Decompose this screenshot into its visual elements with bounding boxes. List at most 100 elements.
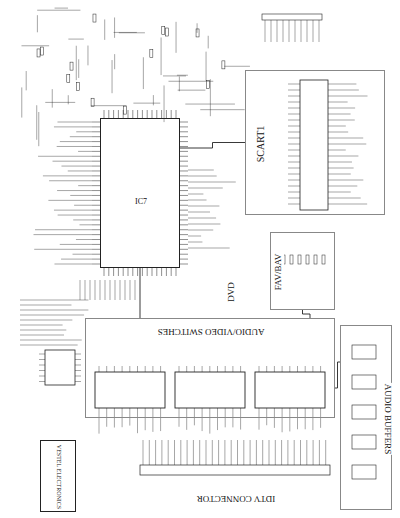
ic-pin: [122, 366, 123, 372]
ic-pin: [142, 268, 143, 276]
ic-pin: [194, 408, 195, 414]
ic-pin: [92, 141, 100, 142]
connector-pin: [237, 440, 238, 465]
ic-pin: [152, 268, 153, 276]
ic-pin: [166, 110, 167, 118]
wire: [240, 414, 241, 430]
ic-pin: [180, 264, 188, 265]
ic-pin: [92, 175, 100, 176]
resistor-symbol: [162, 27, 165, 35]
scart-pin: [288, 180, 300, 181]
ic-pin: [137, 110, 138, 118]
wire: [105, 280, 106, 300]
wire: [328, 144, 366, 145]
ic-pin: [106, 408, 107, 414]
wire: [85, 280, 86, 300]
ic-pin: [156, 110, 157, 118]
ic-pin: [118, 110, 119, 118]
wire: [160, 414, 161, 431]
ic-pin: [108, 268, 109, 276]
scart-pin: [288, 174, 300, 175]
schematic-block: SCART1: [245, 70, 385, 215]
wire: [209, 414, 210, 434]
ic-pin: [92, 170, 100, 171]
wire: [125, 280, 126, 300]
wire: [328, 150, 346, 151]
resistor-symbol: [306, 255, 309, 264]
wire: [129, 414, 130, 426]
connector-pin: [300, 440, 301, 465]
ic-pin: [92, 219, 100, 220]
resistor-symbol: [91, 98, 94, 106]
scart-pin: [288, 102, 300, 103]
wire: [80, 280, 81, 300]
wire: [20, 345, 78, 346]
wire: [145, 414, 146, 430]
ic-pin: [289, 366, 290, 372]
wire: [36, 105, 37, 140]
wire-path: [303, 310, 311, 318]
wire: [34, 234, 92, 235]
wire: [57, 122, 92, 123]
wire: [305, 414, 306, 429]
connector-pin: [193, 440, 194, 465]
ic-pin: [123, 268, 124, 276]
ic-pin: [129, 408, 130, 414]
ic-pin: [39, 359, 45, 360]
block-title: SCART1: [255, 124, 266, 163]
switch-ic: [95, 372, 165, 408]
ic-pin: [122, 408, 123, 414]
wire: [120, 280, 121, 300]
wire: [152, 414, 153, 432]
wire: [20, 300, 88, 301]
scart-pin: [288, 186, 300, 187]
ic-pin: [180, 156, 188, 157]
ic-pin: [142, 110, 143, 118]
ic-pin: [180, 185, 188, 186]
resistor-symbol: [150, 50, 153, 58]
wire: [114, 414, 115, 428]
wire: [110, 280, 111, 300]
signal-wire: [180, 143, 245, 149]
transistor-block: [352, 465, 376, 479]
wire: [115, 280, 116, 300]
scart-pin: [288, 108, 300, 109]
connector-pin: [187, 440, 188, 465]
schematic-block: AUDIO/VIDEO SWITCHES: [85, 318, 335, 418]
ic-pin: [266, 366, 267, 372]
wire: [328, 126, 346, 127]
wire: [76, 131, 92, 132]
ic-pin: [180, 166, 188, 167]
wire: [104, 19, 105, 39]
ic-pin: [161, 268, 162, 276]
connector-pin: [206, 440, 207, 465]
ic-pin: [180, 146, 188, 147]
wire: [76, 239, 92, 240]
ic-pin: [92, 239, 100, 240]
connector-pin: [224, 440, 225, 465]
wire: [43, 175, 92, 176]
ic-pin: [129, 366, 130, 372]
wire: [60, 244, 92, 245]
ic-pin: [180, 170, 188, 171]
connector-pin: [199, 440, 200, 465]
wire: [217, 414, 218, 430]
wire: [70, 195, 92, 196]
ic-pin: [92, 195, 100, 196]
ic-pin: [166, 268, 167, 276]
scart-pin: [288, 204, 300, 205]
scart-pin: [288, 120, 300, 121]
wire: [20, 310, 88, 311]
ic-pin: [266, 408, 267, 414]
ic-pin: [160, 366, 161, 372]
wire: [99, 414, 100, 434]
wire: [328, 204, 367, 205]
scart-pin: [288, 168, 300, 169]
ic-pin: [232, 366, 233, 372]
wire: [328, 114, 351, 115]
wire: [91, 105, 127, 106]
wire: [328, 120, 355, 121]
ic-pin: [92, 264, 100, 265]
ic-pin: [92, 259, 100, 260]
